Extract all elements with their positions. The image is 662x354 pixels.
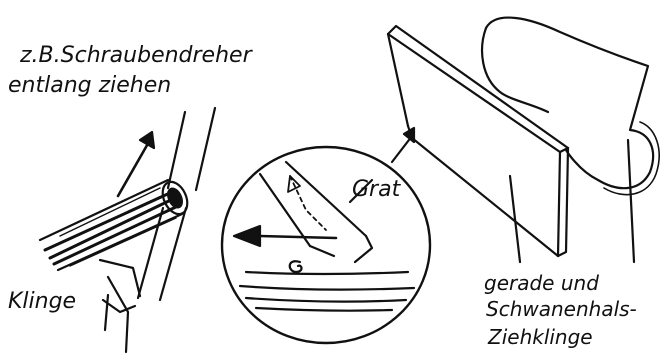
scraper-label-line3: Ziehklinge xyxy=(487,325,593,349)
screwdriver-illustration xyxy=(40,178,192,270)
straight-scraper-illustration xyxy=(388,26,568,256)
burr-label: Grat xyxy=(352,177,402,202)
blade-illustration xyxy=(100,108,215,352)
scraper-pointer-2 xyxy=(628,140,634,262)
blade-label: Klinge xyxy=(8,289,76,314)
pull-direction-arrow xyxy=(118,132,154,196)
scraper-label-line2: Schwanenhals- xyxy=(486,297,637,321)
instruction-label-line2: entlang ziehen xyxy=(8,73,171,98)
scraper-label-line1: gerade und xyxy=(484,271,599,295)
instruction-label-line1: z.B.Schraubendreher xyxy=(19,43,254,68)
